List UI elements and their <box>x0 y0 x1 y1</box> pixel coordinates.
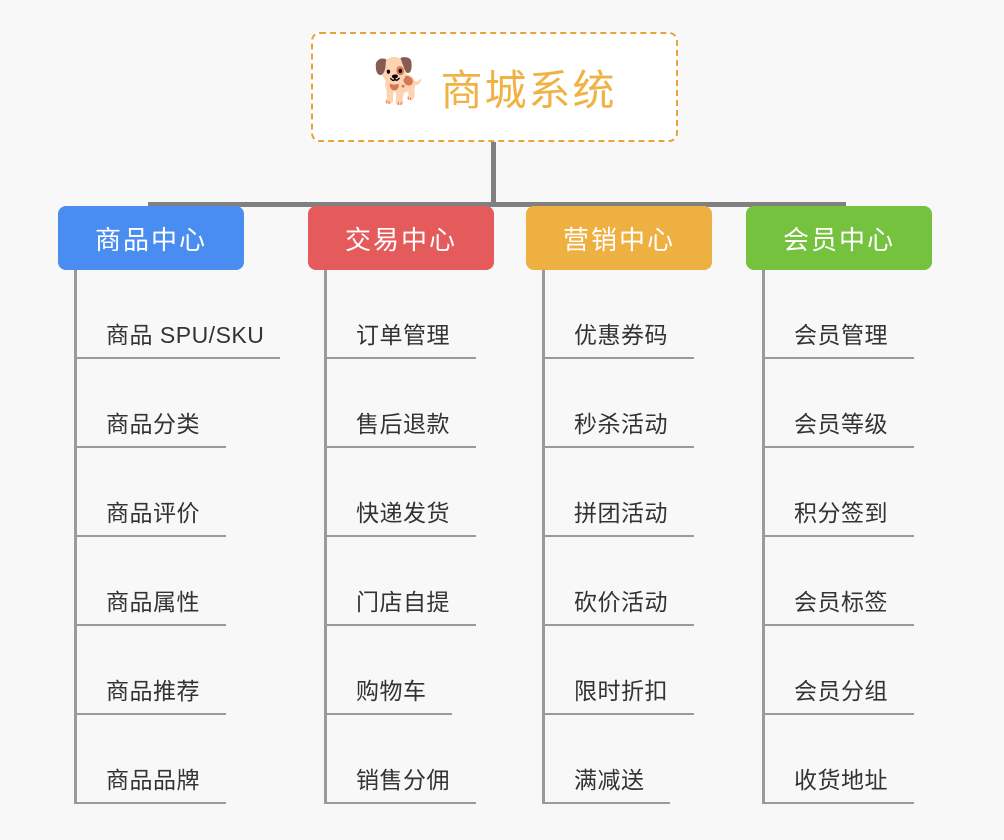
leaf-item-underline <box>762 357 914 359</box>
leaf-item[interactable]: 秒杀活动 <box>542 359 694 448</box>
leaf-item-label: 订单管理 <box>356 322 450 348</box>
leaf-item-underline <box>542 357 694 359</box>
leaf-column-2: 订单管理售后退款快递发货门店自提购物车销售分佣 <box>324 270 476 804</box>
leaf-item-underline <box>762 535 914 537</box>
leaf-item-label: 满减送 <box>574 767 645 793</box>
leaf-item-label: 商品 SPU/SKU <box>106 322 265 348</box>
leaf-item[interactable]: 积分签到 <box>762 448 914 537</box>
leaf-item-label: 商品属性 <box>106 589 200 615</box>
leaf-item-underline <box>762 624 914 626</box>
leaf-item-label: 会员标签 <box>794 589 888 615</box>
leaf-item-underline <box>324 624 476 626</box>
category-header-label: 会员中心 <box>782 224 895 255</box>
leaf-item-underline <box>324 535 476 537</box>
leaf-item[interactable]: 商品评价 <box>74 448 264 537</box>
root-node-shopping-system[interactable]: 🐕 商城系统 <box>311 32 678 142</box>
leaf-item-underline <box>74 357 280 359</box>
leaf-item[interactable]: 会员等级 <box>762 359 914 448</box>
leaf-item[interactable]: 售后退款 <box>324 359 476 448</box>
leaf-item[interactable]: 会员标签 <box>762 537 914 626</box>
connector-horizontal-bus <box>148 202 846 207</box>
leaf-column-spine <box>542 270 545 804</box>
leaf-item-label: 会员管理 <box>794 322 888 348</box>
leaf-item-label: 秒杀活动 <box>574 411 668 437</box>
leaf-item[interactable]: 订单管理 <box>324 270 476 359</box>
category-header-label: 交易中心 <box>344 224 457 255</box>
leaf-item-underline <box>542 446 694 448</box>
leaf-item[interactable]: 商品推荐 <box>74 626 264 715</box>
leaf-column-1: 商品 SPU/SKU 商品分类商品评价商品属性商品推荐商品品牌 <box>74 270 280 804</box>
leaf-item-label: 会员分组 <box>794 678 888 704</box>
leaf-column-3: 优惠券码秒杀活动拼团活动砍价活动限时折扣满减送 <box>542 270 694 804</box>
leaf-item-label: 优惠券码 <box>574 322 668 348</box>
root-node-label: 商城系统 <box>440 66 617 114</box>
leaf-item-underline <box>324 446 476 448</box>
leaf-item-label: 商品评价 <box>106 500 200 526</box>
leaf-item-label: 门店自提 <box>356 589 450 615</box>
leaf-item-label: 售后退款 <box>356 411 450 437</box>
leaf-item-underline <box>762 802 914 804</box>
leaf-item[interactable]: 砍价活动 <box>542 537 694 626</box>
leaf-item[interactable]: 限时折扣 <box>542 626 694 715</box>
category-header-3[interactable]: 营销中心 <box>526 206 712 270</box>
leaf-item-underline <box>74 802 226 804</box>
leaf-item-label: 商品品牌 <box>106 767 200 793</box>
leaf-item-underline <box>542 624 694 626</box>
category-header-4[interactable]: 会员中心 <box>746 206 932 270</box>
leaf-item[interactable]: 商品 SPU/SKU <box>74 270 280 359</box>
leaf-item[interactable]: 满减送 <box>542 715 670 804</box>
leaf-item[interactable]: 优惠券码 <box>542 270 694 359</box>
leaf-item[interactable]: 商品品牌 <box>74 715 264 804</box>
leaf-item-label: 快递发货 <box>356 500 450 526</box>
leaf-item[interactable]: 拼团活动 <box>542 448 694 537</box>
category-header-2[interactable]: 交易中心 <box>308 206 494 270</box>
category-header-label: 营销中心 <box>562 224 675 255</box>
leaf-item-underline <box>74 535 226 537</box>
leaf-item[interactable]: 门店自提 <box>324 537 476 626</box>
leaf-item-underline <box>762 446 914 448</box>
leaf-item-underline <box>542 535 694 537</box>
leaf-column-4: 会员管理会员等级积分签到会员标签会员分组收货地址 <box>762 270 914 804</box>
leaf-item-label: 购物车 <box>356 678 427 704</box>
leaf-item-label: 会员等级 <box>794 411 888 437</box>
leaf-item-label: 销售分佣 <box>356 767 450 793</box>
category-header-label: 商品中心 <box>94 224 207 255</box>
leaf-item-underline <box>762 713 914 715</box>
leaf-column-spine <box>74 270 77 804</box>
leaf-column-spine <box>762 270 765 804</box>
category-header-1[interactable]: 商品中心 <box>58 206 244 270</box>
leaf-item[interactable]: 销售分佣 <box>324 715 476 804</box>
leaf-item-underline <box>324 357 476 359</box>
leaf-item-label: 商品推荐 <box>106 678 200 704</box>
leaf-item-label: 商品分类 <box>106 411 200 437</box>
leaf-item-underline <box>74 446 226 448</box>
leaf-item-label: 拼团活动 <box>574 500 668 526</box>
leaf-item[interactable]: 会员分组 <box>762 626 914 715</box>
leaf-item-underline <box>324 713 452 715</box>
leaf-item-label: 限时折扣 <box>574 678 668 704</box>
leaf-item-underline <box>74 624 226 626</box>
leaf-item[interactable]: 收货地址 <box>762 715 914 804</box>
leaf-item[interactable]: 购物车 <box>324 626 452 715</box>
leaf-item[interactable]: 快递发货 <box>324 448 476 537</box>
leaf-item-label: 收货地址 <box>794 767 888 793</box>
leaf-item-underline <box>542 713 694 715</box>
leaf-item-underline <box>324 802 476 804</box>
leaf-item[interactable]: 商品分类 <box>74 359 264 448</box>
leaf-item[interactable]: 商品属性 <box>74 537 264 626</box>
leaf-item-label: 砍价活动 <box>574 589 668 615</box>
leaf-item[interactable]: 会员管理 <box>762 270 914 359</box>
connector-root-stem <box>491 142 496 206</box>
leaf-column-spine <box>324 270 327 804</box>
shiba-dog-face-icon: 🐕 <box>372 57 428 106</box>
leaf-item-underline <box>542 802 670 804</box>
leaf-item-underline <box>74 713 226 715</box>
leaf-item-label: 积分签到 <box>794 500 888 526</box>
